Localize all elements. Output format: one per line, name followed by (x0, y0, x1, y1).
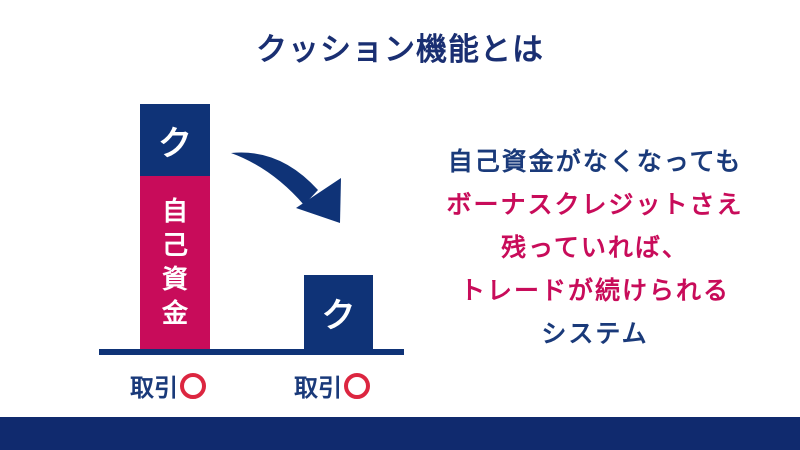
description-line: ボーナスクレジットさえ (446, 190, 744, 219)
own-funds-char: 己 (161, 230, 188, 261)
trade-ok-label-left: 取引 (130, 368, 206, 403)
trade-ok-label-right: 取引 (294, 368, 370, 403)
description: 自己資金がなくなっても ボーナスクレジットさえ 残っていれば、 トレードが続けら… (410, 140, 780, 355)
description-line: 残っていれば、 (501, 233, 689, 262)
own-funds-char: 自 (161, 196, 188, 227)
circle-ok-icon (180, 372, 206, 399)
left-bar-credit-segment: ク (140, 104, 210, 176)
circle-ok-icon (344, 372, 370, 399)
credit-label: ク (158, 123, 192, 164)
description-line: 自己資金がなくなっても (447, 147, 743, 176)
right-box-credit: ク (304, 275, 373, 349)
trade-text: 取引 (130, 374, 178, 402)
own-funds-char: 資 (161, 264, 188, 295)
credit-label: ク (321, 295, 356, 336)
description-line: システム (541, 319, 649, 348)
footer-bar (0, 417, 800, 450)
page-title: クッション機能とは (256, 32, 544, 68)
own-funds-char: 金 (161, 298, 188, 329)
left-bar-own-funds-segment: 自 己 資 金 (140, 176, 210, 349)
baseline (99, 349, 404, 355)
trade-text: 取引 (294, 374, 342, 402)
description-line: トレードが続けられる (459, 276, 730, 305)
